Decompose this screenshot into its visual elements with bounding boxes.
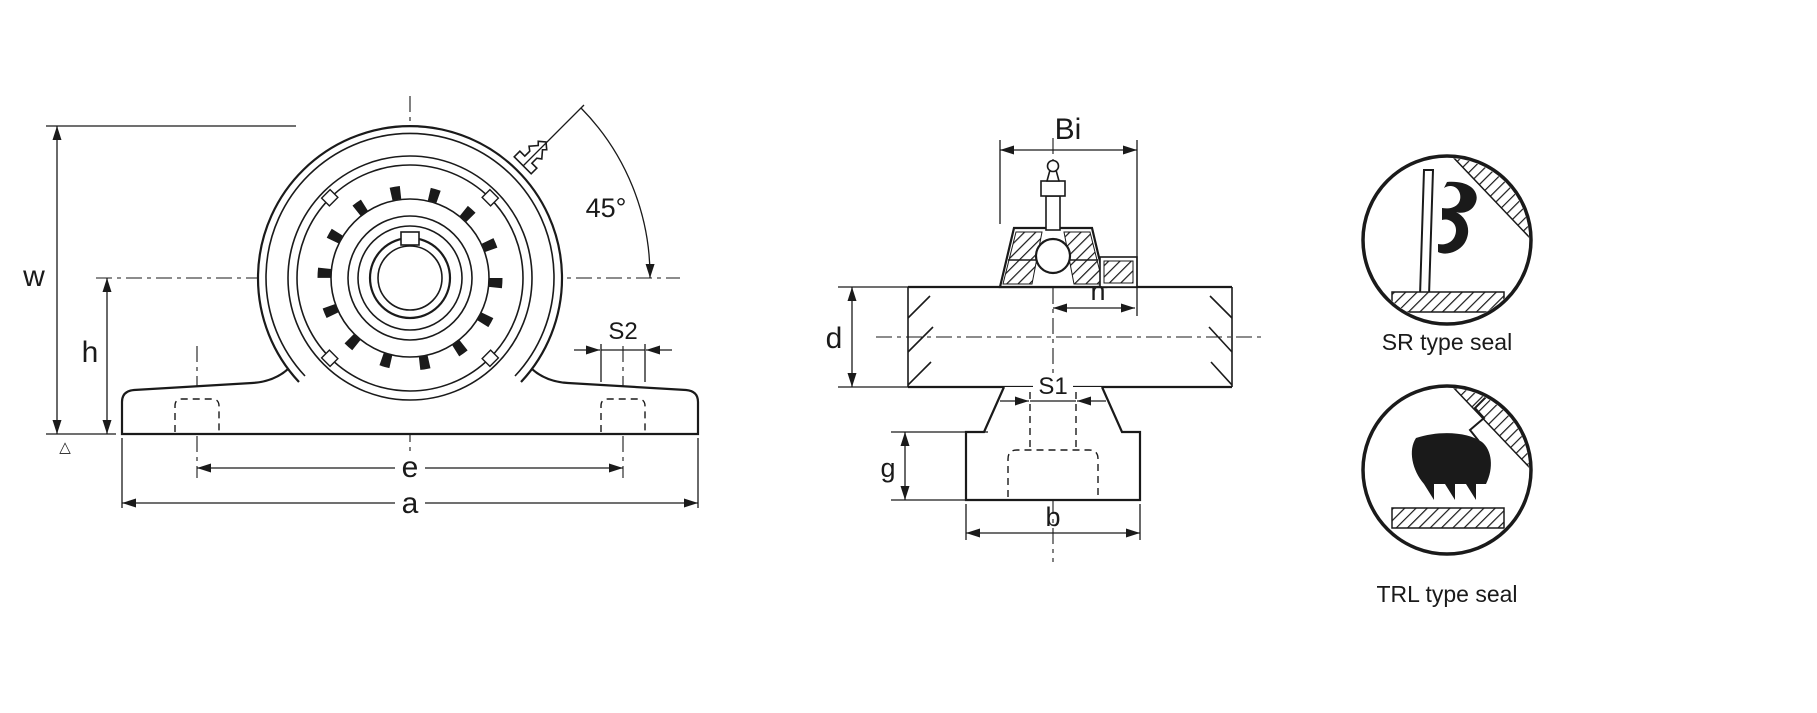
left-bolt-slot	[174, 398, 220, 432]
d-label: d	[826, 322, 843, 355]
lockwasher-circle	[347, 215, 473, 341]
nipple-ball	[1046, 159, 1060, 173]
shaft-break-hatch	[907, 295, 1233, 386]
n-label: n	[1090, 276, 1105, 306]
outer-ring-circle	[287, 155, 533, 401]
b-label: b	[1045, 502, 1060, 532]
s1-label: S1	[1038, 373, 1067, 400]
angle-arc	[580, 107, 655, 279]
sleeve-circle	[357, 225, 463, 331]
keyway	[400, 231, 420, 246]
section-hatch-left	[1002, 231, 1043, 285]
housing-inner-arc	[265, 132, 555, 377]
a-label-bg	[395, 489, 425, 516]
nipple-stem	[1045, 195, 1061, 231]
nipple-hex	[1040, 180, 1066, 197]
side-view: Bi n d S1 g b	[826, 113, 1262, 562]
a-label: a	[402, 487, 419, 520]
housing-outer-arc	[256, 125, 564, 383]
bi-label: Bi	[1055, 113, 1082, 146]
e-label-bg	[395, 453, 425, 480]
w-label: w	[22, 260, 45, 293]
s1-label-bg	[1033, 375, 1073, 397]
seal-detail-trl: TRL type seal	[1361, 384, 1533, 607]
h-label: h	[82, 336, 99, 369]
locknut-teeth	[317, 185, 503, 371]
collar-hatch	[1103, 260, 1134, 284]
base-bolt-slot	[1007, 449, 1099, 497]
front-view: 45° w h △ e a S2	[22, 96, 700, 520]
g-label: g	[880, 453, 895, 483]
trl-seal-label: TRL type seal	[1376, 581, 1517, 607]
s2-label: S2	[608, 318, 637, 345]
locknut-circle	[330, 198, 490, 358]
outer-ring-inner-circle	[296, 164, 524, 392]
e-label: e	[402, 451, 419, 484]
bore-inner-circle	[377, 245, 443, 311]
grease-fitting	[513, 140, 548, 175]
housing-side-profile	[964, 386, 1142, 502]
angle-label: 45°	[586, 193, 627, 223]
sr-seal-label: SR type seal	[1382, 329, 1512, 355]
seal-notches	[320, 188, 500, 368]
sr-detail-circle	[1361, 154, 1533, 326]
angle-leader-line	[522, 104, 585, 167]
datum-mark: △	[59, 439, 71, 456]
ball-section	[1034, 237, 1072, 275]
seal-detail-sr: SR type seal	[1361, 154, 1533, 355]
right-bolt-slot	[600, 398, 646, 432]
